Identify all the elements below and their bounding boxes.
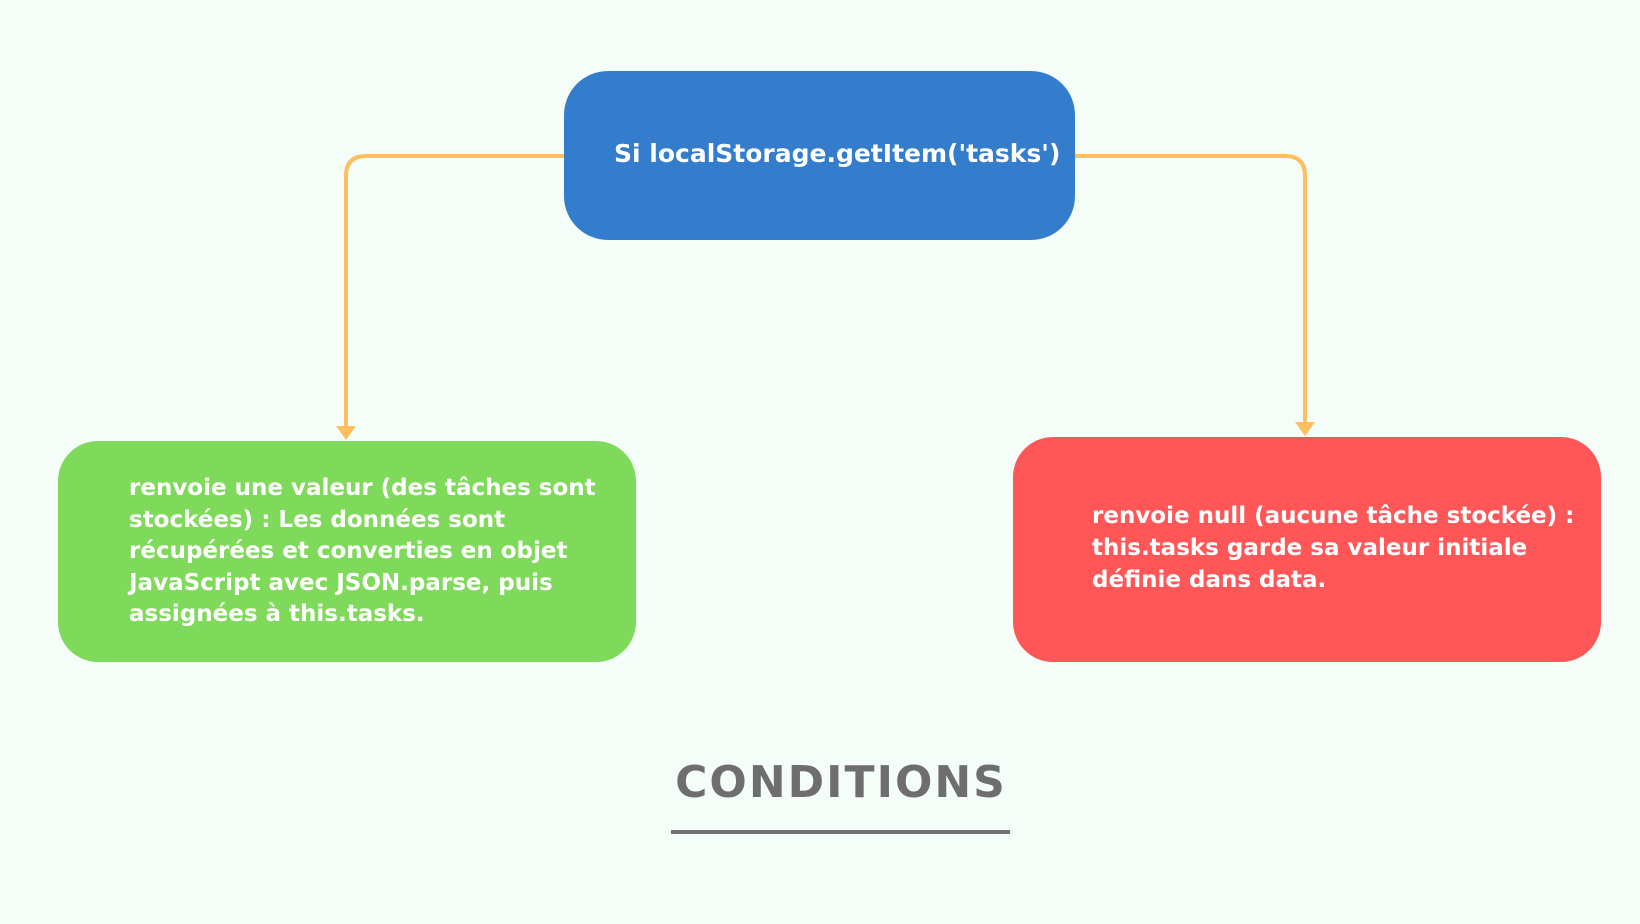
diagram-title: CONDITIONS bbox=[675, 757, 1007, 808]
connector-to-true-branch bbox=[344, 154, 564, 428]
connector-to-false-branch bbox=[1075, 154, 1307, 424]
title-underline bbox=[671, 830, 1010, 834]
condition-node: Si localStorage.getItem('tasks') bbox=[564, 71, 1075, 240]
arrowhead-false-branch-icon bbox=[1295, 422, 1315, 436]
true-branch-node: renvoie une valeur (des tâches sont stoc… bbox=[58, 441, 636, 662]
false-branch-node: renvoie null (aucune tâche stockée) : th… bbox=[1013, 437, 1601, 662]
arrowhead-true-branch-icon bbox=[336, 426, 356, 440]
